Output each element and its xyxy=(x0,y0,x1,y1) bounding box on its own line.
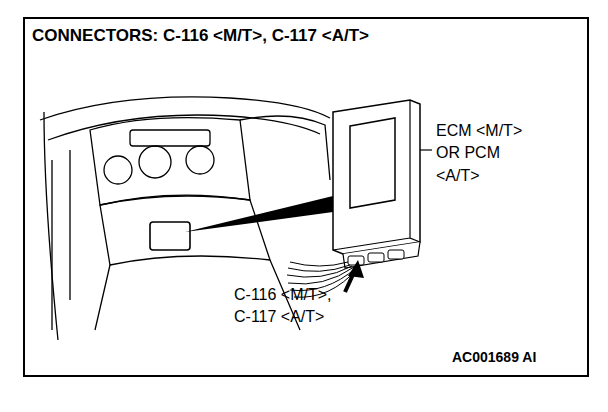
location-pointer xyxy=(185,196,333,232)
diagram-title: CONNECTORS: C-116 <M/T>, C-117 <A/T> xyxy=(32,24,369,48)
dashboard-sketch xyxy=(40,97,330,340)
connector-label: C-116 <M/T>, C-117 <A/T> xyxy=(234,284,346,329)
ecm-unit xyxy=(333,100,420,268)
frame xyxy=(24,18,588,376)
callout-arrow xyxy=(345,260,364,292)
figure-code: AC001689 AI xyxy=(452,348,536,368)
unit-label: ECM <M/T> OR PCM <A/T> xyxy=(436,120,544,187)
leader-line xyxy=(420,149,432,150)
